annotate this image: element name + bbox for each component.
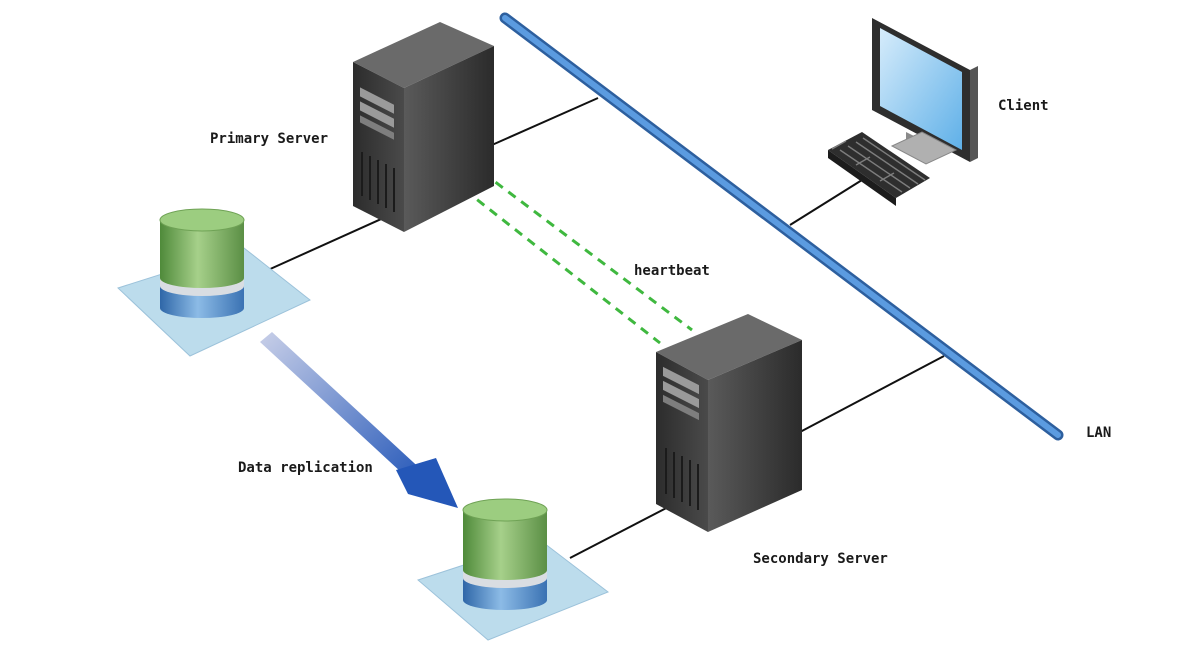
heartbeat-line-2	[451, 178, 661, 345]
secondary-disk-top	[462, 498, 548, 522]
primary-to-storage-link	[267, 214, 391, 271]
primary-server-bay-3	[360, 115, 394, 140]
secondary-server-top	[656, 314, 802, 380]
client-keyboard	[828, 132, 930, 206]
primary-server-front	[353, 62, 404, 232]
primary-server	[353, 22, 494, 232]
secondary-server-vents	[665, 448, 699, 510]
primary-disk-top	[159, 208, 245, 232]
secondary-server-label: Secondary Server	[753, 551, 888, 567]
network-links	[267, 97, 945, 559]
primary-server-side	[404, 46, 494, 232]
secondary-server-bay-2	[663, 380, 699, 409]
lan-label: LAN	[1086, 425, 1111, 441]
primary-storage	[117, 208, 311, 357]
heartbeat-links	[451, 161, 693, 345]
lan-bus-highlight	[502, 15, 1061, 438]
client-monitor-base	[890, 131, 958, 165]
client-to-lan-link	[789, 179, 863, 226]
client-monitor-screen	[880, 28, 962, 150]
secondary-to-storage-link	[569, 502, 677, 559]
replication-arrow-shaft	[260, 332, 426, 484]
client-label: Client	[998, 98, 1049, 114]
primary-server-vents	[361, 152, 395, 212]
secondary-to-lan-link	[799, 355, 945, 433]
heartbeat-label: heartbeat	[634, 263, 710, 279]
data-replication-label: Data replication	[238, 460, 373, 476]
primary-disk-upper	[160, 220, 244, 288]
secondary-server-side	[708, 340, 802, 532]
client-computer	[828, 18, 978, 206]
heartbeat-line-1	[469, 161, 693, 332]
client-monitor-bezel-side	[970, 66, 978, 162]
replication-arrow-head	[396, 458, 458, 508]
secondary-server	[656, 314, 802, 532]
secondary-server-front	[656, 352, 708, 532]
secondary-server-bay-3	[663, 394, 699, 421]
primary-server-top	[353, 22, 494, 88]
replication-arrow	[260, 332, 458, 508]
secondary-storage	[417, 498, 610, 641]
secondary-server-bay-1	[663, 366, 699, 395]
primary-server-bay-2	[360, 101, 394, 128]
primary-server-bay-1	[360, 87, 394, 114]
primary-server-label: Primary Server	[210, 131, 328, 147]
secondary-disk-upper	[463, 510, 547, 580]
